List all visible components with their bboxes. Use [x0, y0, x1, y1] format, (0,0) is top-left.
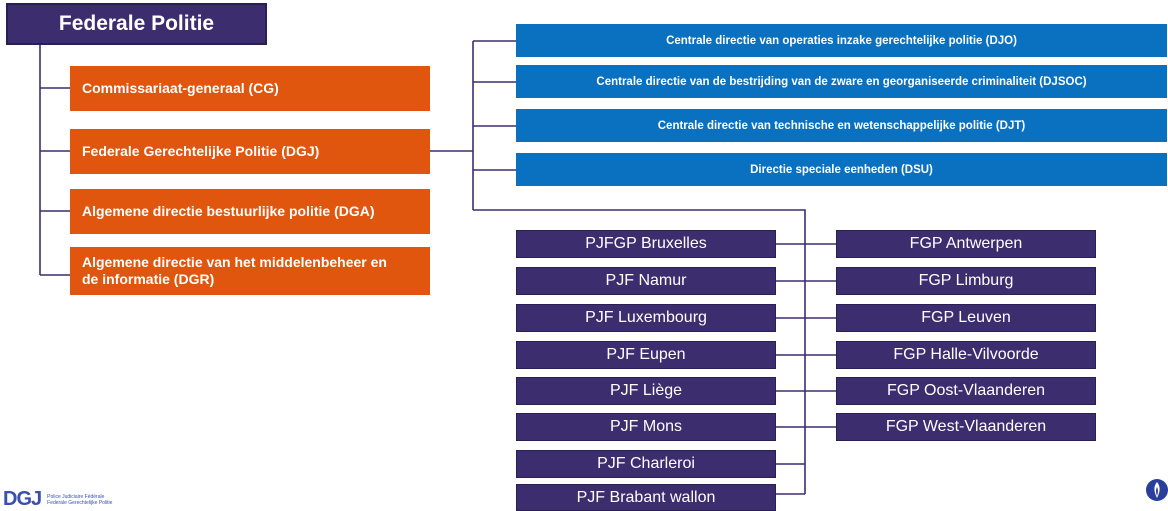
fgp-box-leuven[interactable]: FGP Leuven: [836, 304, 1096, 332]
unit-label: PJF Luxembourg: [585, 309, 707, 326]
root-label: Federale Politie: [58, 12, 215, 35]
pjf-box-namur[interactable]: PJF Namur: [516, 267, 776, 295]
unit-label: PJF Namur: [605, 272, 687, 289]
direction-label: Algemene directie bestuurlijke politie (…: [82, 203, 375, 219]
central-direction-label: Centrale directie van technische en wete…: [657, 119, 1026, 132]
police-flame-icon: [1146, 479, 1168, 501]
unit-label: FGP Antwerpen: [909, 235, 1023, 252]
direction-box-cg[interactable]: Commissariaat-generaal (CG): [70, 66, 430, 111]
fgp-box-oost-vlaanderen[interactable]: FGP Oost-Vlaanderen: [836, 377, 1096, 405]
fgp-box-limburg[interactable]: FGP Limburg: [836, 267, 1096, 295]
unit-label: FGP Limburg: [918, 272, 1014, 289]
central-direction-box-djsoc[interactable]: Centrale directie van de bestrijding van…: [516, 65, 1167, 98]
central-direction-label: Centrale directie van operaties inzake g…: [666, 34, 1017, 47]
pjf-box-eupen[interactable]: PJF Eupen: [516, 341, 776, 369]
central-direction-box-dsu[interactable]: Directie speciale eenheden (DSU): [516, 153, 1167, 186]
pjf-box-charleroi[interactable]: PJF Charleroi: [516, 450, 776, 478]
direction-box-dgr[interactable]: Algemene directie van het middelenbeheer…: [70, 247, 430, 295]
fgp-box-halle-vilvoorde[interactable]: FGP Halle-Vilvoorde: [836, 341, 1096, 369]
unit-label: FGP West-Vlaanderen: [885, 418, 1047, 435]
central-direction-label: Directie speciale eenheden (DSU): [750, 163, 933, 176]
unit-label: FGP Oost-Vlaanderen: [886, 382, 1045, 399]
dgj-logo-text: Police Judiciaire Fédérale Federale Gere…: [47, 488, 112, 506]
unit-label: PJF Liège: [609, 382, 683, 399]
unit-label: FGP Halle-Vilvoorde: [893, 346, 1039, 363]
central-direction-box-djo[interactable]: Centrale directie van operaties inzake g…: [516, 24, 1167, 57]
direction-box-dgj[interactable]: Federale Gerechtelijke Politie (DGJ): [70, 129, 430, 174]
logo-line-french: Police Judiciaire Fédérale: [47, 494, 105, 500]
direction-label: Commissariaat-generaal (CG): [82, 80, 279, 96]
unit-label: PJF Eupen: [606, 346, 686, 363]
central-direction-box-djt[interactable]: Centrale directie van technische en wete…: [516, 109, 1167, 142]
unit-label: PJF Brabant wallon: [576, 488, 716, 506]
regional-trunk-line: [473, 209, 806, 494]
unit-label: FGP Leuven: [921, 309, 1011, 326]
direction-label: Algemene directie van het middelenbeheer…: [82, 254, 387, 287]
fgp-box-antwerpen[interactable]: FGP Antwerpen: [836, 230, 1096, 258]
direction-label: Federale Gerechtelijke Politie (DGJ): [82, 143, 320, 159]
pjf-box-mons[interactable]: PJF Mons: [516, 413, 776, 441]
pjf-box-brabant-wallon[interactable]: PJF Brabant wallon: [516, 484, 776, 511]
direction-box-dga[interactable]: Algemene directie bestuurlijke politie (…: [70, 189, 430, 234]
central-direction-label: Centrale directie van de bestrijding van…: [596, 75, 1087, 88]
fgp-box-west-vlaanderen[interactable]: FGP West-Vlaanderen: [836, 413, 1096, 441]
pjf-box-luxembourg[interactable]: PJF Luxembourg: [516, 304, 776, 332]
federale-politie-box[interactable]: Federale Politie: [6, 3, 267, 45]
unit-label: PJF Mons: [609, 418, 682, 435]
unit-label: PJFGP Bruxelles: [585, 235, 707, 252]
dgj-logo: DGJ Police Judiciaire Fédérale Federale …: [3, 488, 112, 511]
pjf-box-bruxelles[interactable]: PJFGP Bruxelles: [516, 230, 776, 258]
unit-label: PJF Charleroi: [597, 455, 695, 472]
pjf-box-liege[interactable]: PJF Liège: [516, 377, 776, 405]
dgj-logo-mark: DGJ: [3, 488, 42, 510]
logo-line-dutch: Federale Gerechtelijke Politie: [47, 500, 113, 506]
